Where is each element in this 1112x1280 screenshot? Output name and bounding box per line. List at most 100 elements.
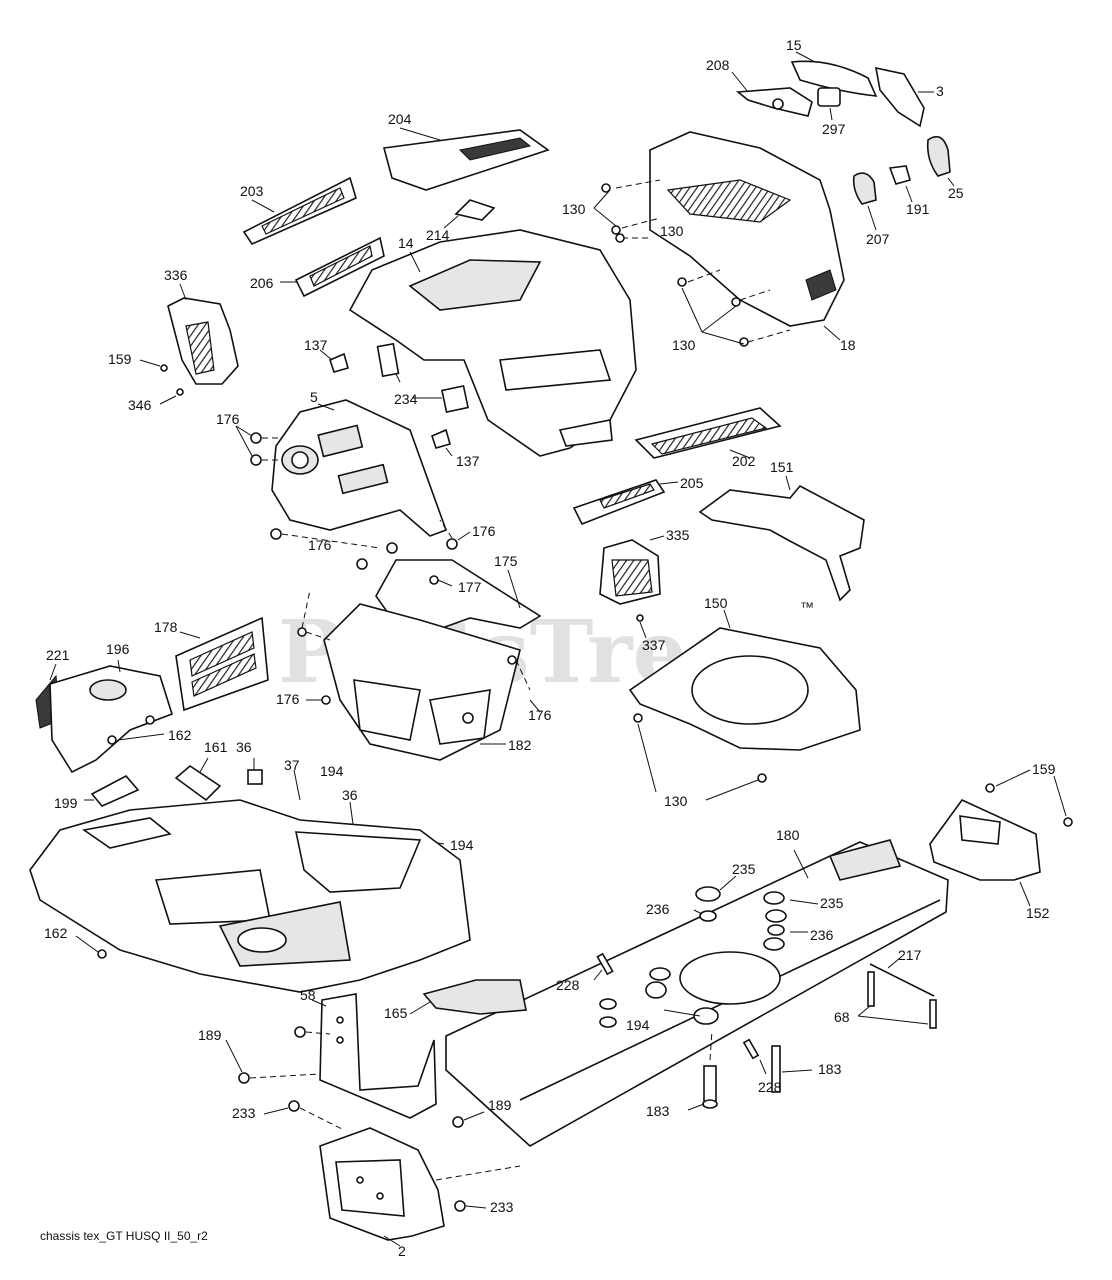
part-178-grille-panel [175,616,269,712]
callout-199: 199 [54,795,78,811]
callout-162-a: 162 [168,727,192,743]
callout-176-a: 176 [216,411,240,427]
part-15-trim-strip [790,51,878,97]
callout-14: 14 [398,235,414,251]
callout-176-c: 176 [308,537,332,553]
part-182-lower-panel [323,603,521,761]
part-335-side-panel [599,535,665,605]
part-234-decal [376,342,469,413]
callout-165: 165 [384,1005,408,1021]
callout-208: 208 [706,57,730,73]
part-228-bolt-a [593,952,614,981]
part-176-fasteners-lower [297,589,541,713]
part-58-bracket [311,993,437,1119]
callout-236-b: 236 [810,927,834,943]
callout-162-b: 162 [44,925,68,941]
part-159-screw-left [139,359,168,372]
part-194-bushings [645,981,719,1025]
callout-150: 150 [704,595,728,611]
part-205-trim [572,479,679,526]
part-196-cover [49,659,173,774]
diagram-caption: chassis tex_GT HUSQ II_50_r2 [40,1229,208,1243]
part-180-frame [445,839,949,1147]
callout-214: 214 [426,227,450,243]
part-235-washers [695,875,819,905]
callout-205: 205 [680,475,704,491]
callout-191: 191 [906,201,930,217]
part-236-washers [693,909,808,936]
part-137-clip-a [319,349,349,373]
part-130-screws-upper [593,179,791,347]
part-37-fender [29,769,471,993]
callout-36-b: 36 [342,787,358,803]
callout-235-b: 235 [820,895,844,911]
part-137-clip-b [431,428,453,457]
callout-236-a: 236 [646,901,670,917]
part-165-cable [409,979,527,1015]
callout-37: 37 [284,757,300,773]
part-177-spring [429,575,453,587]
part-228-bolt-b [742,1038,767,1075]
callout-234: 234 [394,391,418,407]
callout-204: 204 [388,111,412,127]
callout-68: 68 [834,1009,850,1025]
callout-202: 202 [732,453,756,469]
callout-58: 58 [300,987,316,1003]
part-214-fastener [443,199,496,229]
callout-335: 335 [666,527,690,543]
part-3-bracket [874,66,934,128]
callout-2: 2 [398,1243,406,1259]
callout-178: 178 [154,619,178,635]
callout-161: 161 [204,739,228,755]
callout-217: 217 [898,947,922,963]
callout-221: 221 [46,647,70,663]
part-5-dash-console [271,399,448,537]
callout-233-a: 233 [232,1105,256,1121]
callout-130-d: 130 [664,793,688,809]
part-297-clip [817,87,841,121]
part-152-rear-bracket [929,798,1041,907]
callout-228-a: 228 [556,977,580,993]
part-159-screws-right [985,769,1073,827]
part-191-clip [888,165,913,203]
part-336-side-cover [167,283,239,385]
callout-235-a: 235 [732,861,756,877]
callout-176-d: 176 [276,691,300,707]
part-150-plate [628,609,861,751]
part-206-panel [280,236,385,298]
callout-206: 206 [250,275,274,291]
callout-183-a: 183 [818,1061,842,1077]
callout-183-b: 183 [646,1103,670,1119]
callout-151: 151 [770,459,794,475]
callout-189-a: 189 [198,1027,222,1043]
callout-207: 207 [866,231,890,247]
callout-137-b: 137 [456,453,480,469]
callout-5: 5 [310,389,318,405]
callout-130-c: 130 [672,337,696,353]
callout-176-b: 176 [472,523,496,539]
callout-15: 15 [786,37,802,53]
callout-130-b: 130 [660,223,684,239]
callout-194-b: 194 [450,837,474,853]
part-204-hood-top [382,127,550,191]
part-2-bracket [319,1127,521,1247]
callout-194-a: 194 [320,763,344,779]
part-217-rod [869,957,935,997]
part-337-screw [636,614,647,639]
part-208-bracket [731,71,813,117]
callout-337: 337 [642,637,666,653]
callout-130-a: 130 [562,201,586,217]
part-207-headlight [852,172,877,231]
callout-180: 180 [776,827,800,843]
part-189-screws [225,1026,485,1128]
part-25-lens [926,135,955,187]
part-14-hood [348,229,637,457]
callout-159-a: 159 [108,351,132,367]
callout-196: 196 [106,641,130,657]
part-130-screws-lower [633,713,767,801]
part-202-grille [634,407,782,459]
callout-36-a: 36 [236,739,252,755]
callout-176-e: 176 [528,707,552,723]
callout-297: 297 [822,121,846,137]
